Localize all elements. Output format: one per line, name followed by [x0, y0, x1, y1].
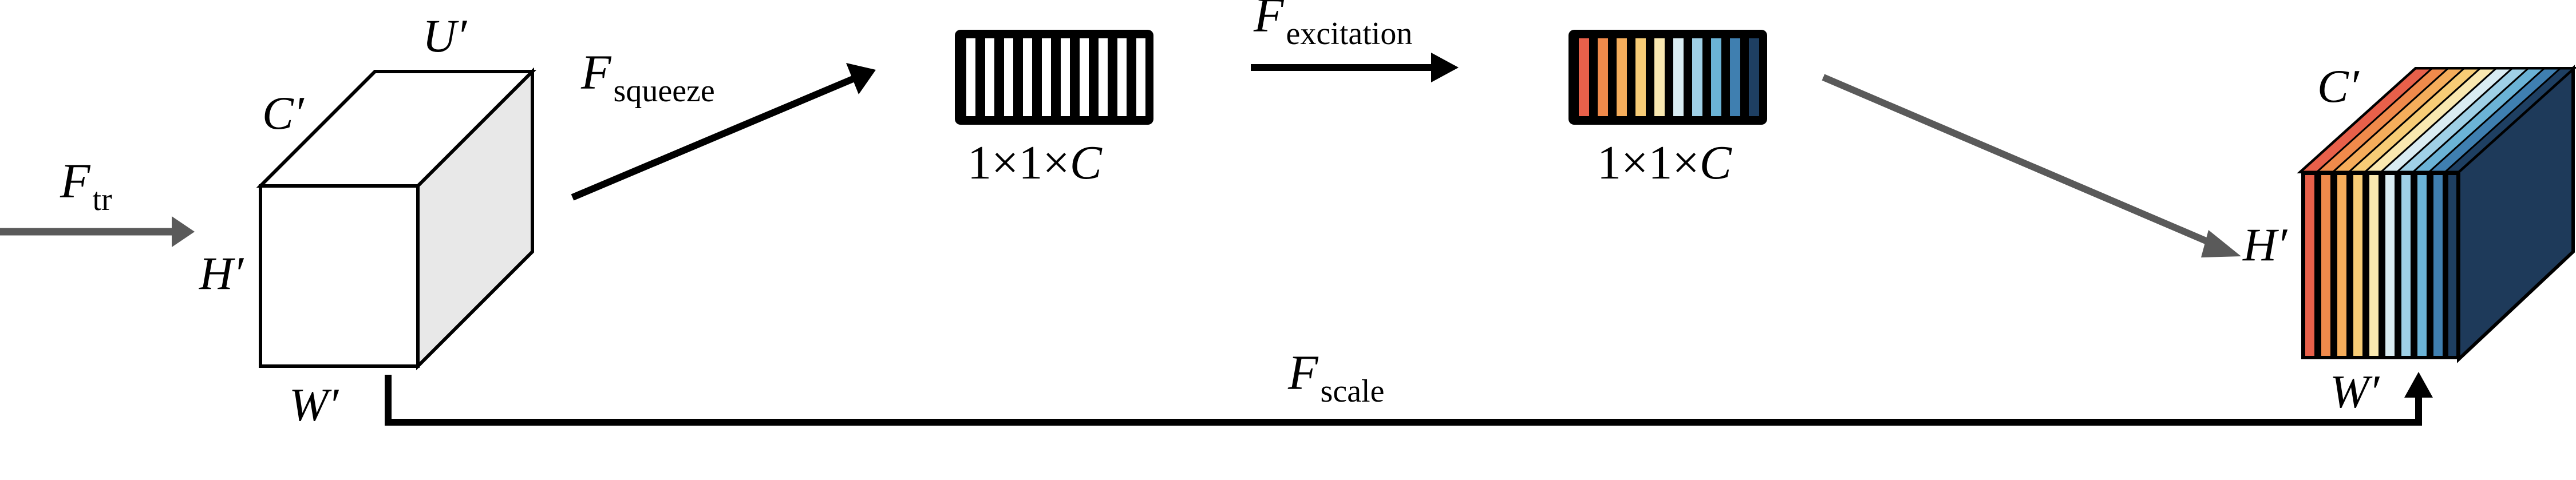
squeeze-stripe [1023, 38, 1032, 116]
output-front-slice [2369, 175, 2379, 356]
input-cube-h-label: H′ [199, 247, 244, 299]
excitation-stripe [1692, 38, 1702, 116]
output-front-slice [2337, 175, 2346, 356]
input-cube-u-label: U′ [422, 10, 467, 62]
excitation-stripe [1579, 38, 1589, 116]
excitation-stripe [1730, 38, 1740, 116]
output-front-slice [2385, 175, 2395, 356]
excitation-stripe [1711, 38, 1721, 116]
excitation-stripe [1654, 38, 1665, 116]
squeeze-stripe [1099, 38, 1108, 116]
f-excitation-arrow [1251, 53, 1459, 82]
input-cube-c-label: C′ [262, 87, 305, 139]
squeeze-stripe [1061, 38, 1070, 116]
output-front-slice [2433, 175, 2443, 356]
excitation-stripe [1673, 38, 1684, 116]
squeeze-stripe [1004, 38, 1013, 116]
excitation-vector-dims: 1×1×C [1597, 136, 1732, 189]
output-cube [2297, 65, 2576, 363]
output-front-slice [2353, 175, 2362, 356]
recalibration-arrow [1822, 74, 2241, 257]
squeeze-stripe [966, 38, 975, 116]
squeeze-stripe [985, 38, 994, 116]
f-tr-arrow [0, 216, 195, 247]
f-squeeze-arrow [571, 63, 876, 201]
f-excitation-label: Fexcitation [1253, 0, 1412, 51]
output-front-slice [2448, 175, 2456, 356]
output-front-slice [2417, 175, 2427, 356]
excitation-vector [1568, 30, 1767, 125]
f-tr-label: Ftr [60, 153, 112, 217]
input-cube-w-label: W′ [289, 379, 339, 431]
squeeze-stripe [1042, 38, 1051, 116]
f-scale-arrow [385, 372, 2433, 426]
output-front-slice [2321, 175, 2330, 356]
output-cube-h-label: H′ [2242, 219, 2287, 271]
output-front-slice [2305, 175, 2314, 356]
squeeze-stripe [1117, 38, 1127, 116]
output-cube-c-label: C′ [2317, 60, 2360, 112]
excitation-stripe [1749, 38, 1759, 116]
squeeze-stripe [1136, 38, 1145, 116]
squeeze-vector [955, 30, 1153, 125]
f-squeeze-label: Fsqueeze [580, 45, 715, 109]
squeeze-stripe [1080, 38, 1089, 116]
excitation-stripe [1617, 38, 1627, 116]
f-scale-label: Fscale [1287, 345, 1384, 409]
output-cube-w-label: W′ [2330, 366, 2380, 418]
output-front-slice [2401, 175, 2411, 356]
excitation-stripe [1598, 38, 1608, 116]
excitation-stripe [1635, 38, 1646, 116]
input-cube [256, 67, 537, 371]
squeeze-vector-dims: 1×1×C [967, 136, 1103, 189]
